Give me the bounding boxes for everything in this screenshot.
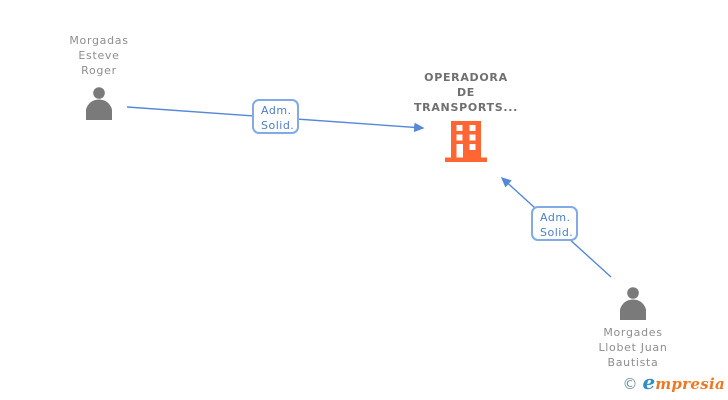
person-name-label: Morgadas Esteve Roger xyxy=(69,33,128,78)
person-name-line: Morgadas xyxy=(69,34,129,47)
node-person-morgadas-esteve-roger[interactable]: Morgadas Esteve Roger xyxy=(37,33,161,120)
empresia-watermark: © e mpresia xyxy=(622,372,725,393)
person-name-line: Esteve xyxy=(78,49,120,62)
edge-label-line: Adm. xyxy=(540,211,571,224)
person-name-line: Bautista xyxy=(607,356,659,369)
person-name-line: Morgades xyxy=(603,326,663,339)
edge-label-line: Solid. xyxy=(540,226,574,239)
copyright-icon: © xyxy=(622,375,638,393)
building-icon xyxy=(445,121,487,162)
edge-label-line: Solid. xyxy=(261,119,295,132)
brand-logo-text: mpresia xyxy=(655,375,725,393)
edge-label-adm-solid-right: Adm. Solid. xyxy=(531,206,578,241)
node-person-morgades-llobet-juan-bautista[interactable]: Morgades Llobet Juan Bautista xyxy=(571,287,695,370)
person-name-line: Llobet Juan xyxy=(598,341,668,354)
person-name-label: Morgades Llobet Juan Bautista xyxy=(598,325,667,370)
company-name-line: DE xyxy=(456,86,476,99)
company-name-line: OPERADORA xyxy=(424,71,508,84)
company-name-label: OPERADORA DE TRANSPORTS... xyxy=(414,70,518,115)
edge-label-adm-solid-left: Adm. Solid. xyxy=(252,99,299,134)
edge-label-line: Adm. xyxy=(261,104,292,117)
brand-logo-initial: e xyxy=(642,370,656,394)
company-name-line: TRANSPORTS... xyxy=(413,101,519,114)
node-company-operadora-de-transports[interactable]: OPERADORA DE TRANSPORTS... xyxy=(391,70,541,162)
person-icon xyxy=(619,287,647,320)
person-name-line: Roger xyxy=(81,64,117,77)
person-icon xyxy=(85,87,113,120)
